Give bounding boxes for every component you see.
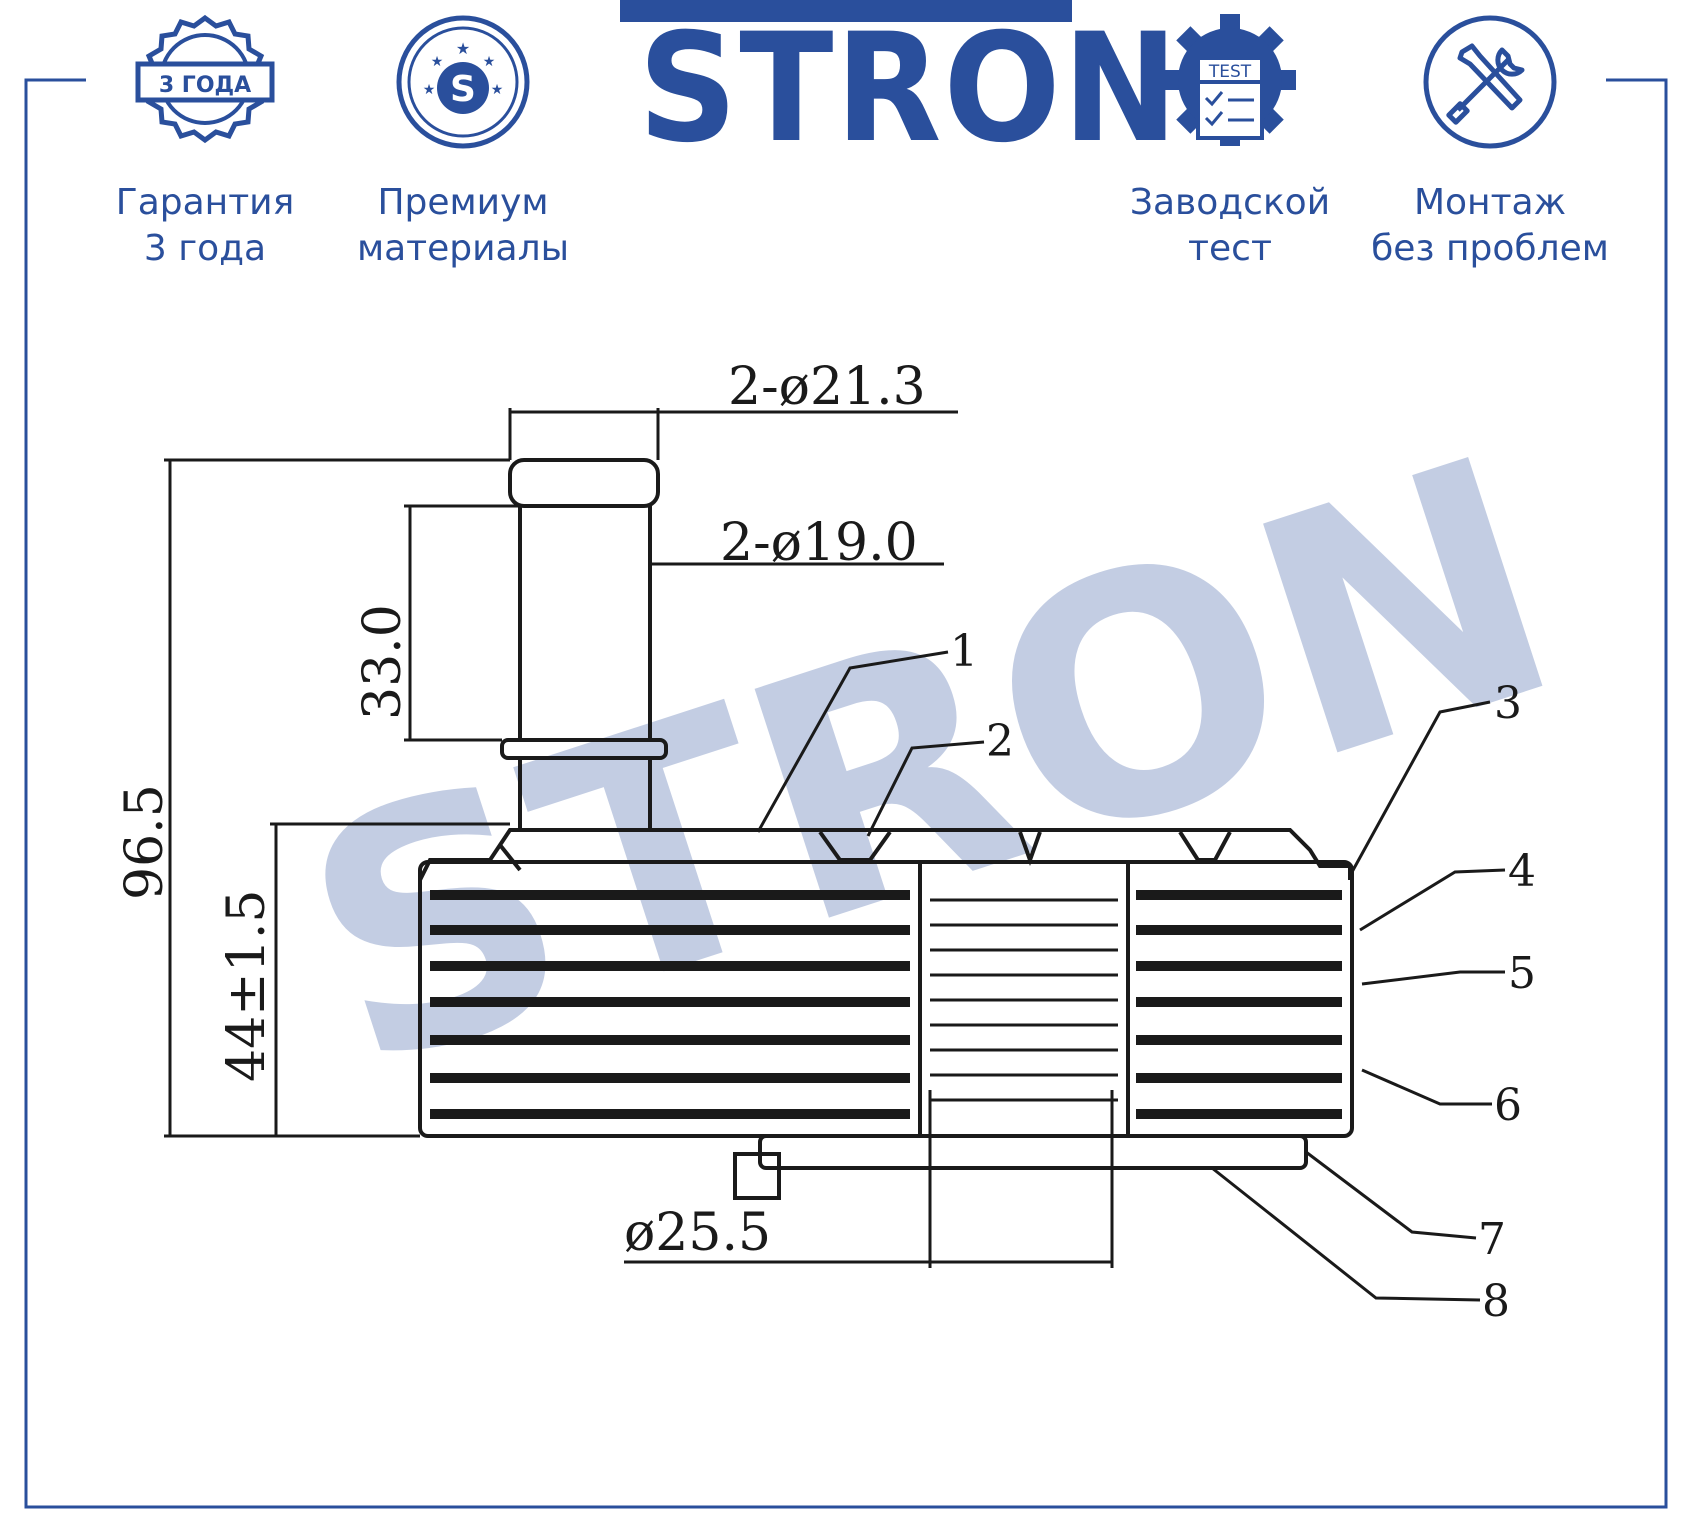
watermark-text: STRON [265,385,1595,1144]
feature-install-line1: Монтаж [1413,182,1567,223]
factory-test-gear-icon: TEST [1160,10,1300,150]
warranty-badge-icon: 3 ГОДА [130,12,280,162]
svg-text:★: ★ [423,82,436,98]
svg-text:★: ★ [456,39,470,58]
callout-3: 3 [1494,678,1522,729]
callout-8: 8 [1482,1276,1510,1327]
feature-warranty: Гарантия 3 года [95,180,315,272]
dim-outer-pipe-diameter: 2-ø21.3 [728,357,926,417]
callout-1: 1 [950,626,978,677]
feature-test-line1: Заводской [1129,182,1331,223]
callout-2: 2 [986,716,1014,767]
premium-badge-text: S [450,69,476,110]
cooler-fins [430,890,1342,1119]
warranty-badge-text: 3 ГОДА [159,73,251,98]
feature-warranty-line1: Гарантия [115,182,295,223]
pipe-ring [500,738,668,760]
tools-install-icon [1420,12,1560,152]
callout-7: 7 [1478,1214,1506,1265]
dim-inner-pipe-diameter: 2-ø19.0 [720,513,918,573]
svg-text:★: ★ [491,82,504,98]
feature-install-line2: без проблем [1371,228,1609,269]
pipe-flange-top [508,458,660,508]
cooler-base-plate [758,1134,1308,1170]
feature-test: Заводской тест [1120,180,1340,272]
dim-body-height: 44±1.5 [217,890,277,1082]
base-tab [733,1152,781,1200]
dim-pipe-length: 33.0 [353,604,413,720]
dim-total-height: 96.5 [115,784,175,900]
feature-premium: Премиум материалы [343,180,583,272]
test-badge-text: TEST [1208,62,1252,82]
svg-text:★: ★ [483,54,496,70]
dim-bottom-diameter: ø25.5 [624,1203,771,1263]
callout-5: 5 [1508,948,1536,999]
feature-install: Монтаж без проблем [1360,180,1620,272]
feature-test-line2: тест [1188,228,1272,269]
callout-4: 4 [1508,846,1536,897]
feature-premium-line1: Премиум [377,182,549,223]
svg-text:★: ★ [431,54,444,70]
callout-6: 6 [1494,1080,1522,1131]
feature-warranty-line2: 3 года [143,228,267,269]
premium-star-icon: S ★ ★ ★ ★ ★ [393,12,533,152]
stron-watermark: STRON [265,385,1595,1144]
feature-premium-line2: материалы [356,228,570,269]
logo-bar [620,0,1072,22]
